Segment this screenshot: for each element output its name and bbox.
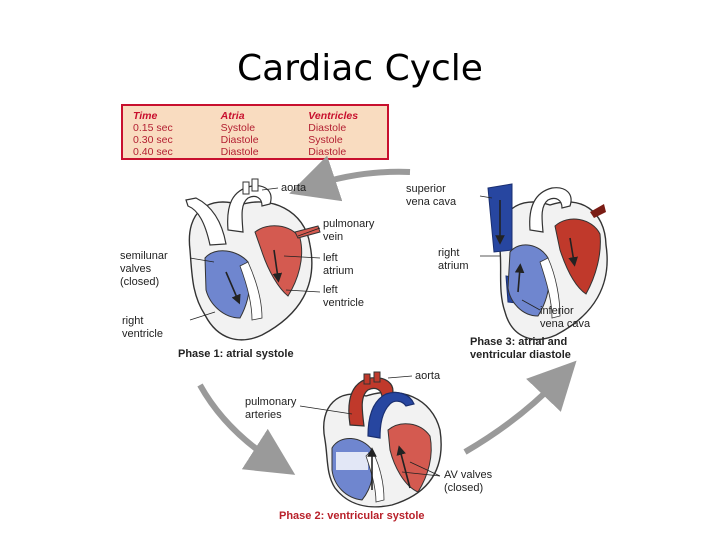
label-semilunar-3: (closed) — [120, 276, 159, 288]
label-left-ventricle-2: ventricle — [323, 297, 364, 309]
label-left-atrium-2: atrium — [323, 265, 354, 277]
phase3-leaders — [479, 195, 541, 311]
table-cell: 0.40 sec — [133, 146, 173, 158]
table-cell: Systole — [220, 122, 256, 134]
label-inferior-1: inferior — [540, 305, 574, 317]
label-aorta-p1: aorta — [281, 182, 307, 194]
table-cell: Diastole — [220, 146, 259, 158]
phase1-title: Phase 1: atrial systole — [178, 348, 294, 360]
table-row: 0.15 sec Systole Diastole — [133, 122, 387, 134]
table-row: 0.30 sec Diastole Systole — [133, 134, 387, 146]
table-cell: Diastole — [308, 146, 347, 158]
phase1-leaders — [189, 187, 321, 321]
phase3-title-2: ventricular diastole — [470, 349, 571, 361]
table-cell: Systole — [308, 134, 343, 146]
table-cell: Diastole — [308, 122, 347, 134]
label-pulmonary-vein-1: pulmonary — [323, 218, 375, 230]
phase-timing-table: Time Atria Ventricles 0.15 sec Systole D… — [121, 104, 389, 160]
label-semilunar-2: valves — [120, 263, 152, 275]
table-cell: 0.15 sec — [133, 122, 173, 134]
table-cell: 0.30 sec — [133, 134, 173, 146]
table-row: 0.40 sec Diastole Diastole — [133, 146, 387, 158]
phase3-title-1: Phase 3: atrial and — [470, 336, 567, 348]
label-left-atrium-1: left — [323, 252, 338, 264]
cycle-arrow-2-to-3 — [463, 360, 577, 455]
table-header-ventricles: Ventricles — [308, 110, 359, 122]
label-right-atrium-2: atrium — [438, 260, 469, 272]
label-inferior-2: vena cava — [540, 318, 591, 330]
label-av-valves-1: AV valves — [444, 469, 493, 481]
label-superior-1: superior — [406, 183, 446, 195]
table-header-atria: Atria — [220, 110, 245, 122]
heart-phase2 — [323, 371, 442, 508]
table-header-row: Time Atria Ventricles — [133, 110, 387, 122]
heart-phase1 — [185, 178, 321, 341]
label-semilunar-1: semilunar — [120, 250, 168, 262]
table-cell: Diastole — [220, 134, 259, 146]
label-pulmonary-arteries-1: pulmonary — [245, 396, 297, 408]
label-superior-2: vena cava — [406, 196, 457, 208]
phase2-leaders — [299, 375, 441, 477]
label-right-ventricle-2: ventricle — [122, 328, 163, 340]
table-header-time: Time — [133, 110, 158, 122]
label-right-atrium-1: right — [438, 247, 459, 259]
label-av-valves-2: (closed) — [444, 482, 483, 494]
slide-title: Cardiac Cycle — [237, 48, 483, 89]
label-right-ventricle-1: right — [122, 315, 143, 327]
cycle-arrow-1-to-2 — [197, 383, 296, 475]
label-pulmonary-arteries-2: arteries — [245, 409, 282, 421]
label-left-ventricle-1: left — [323, 284, 338, 296]
cycle-arrow-3-to-1 — [289, 155, 411, 202]
heart-phase3 — [487, 183, 608, 340]
phase2-title: Phase 2: ventricular systole — [279, 510, 425, 522]
label-aorta-p2: aorta — [415, 370, 441, 382]
label-pulmonary-vein-2: vein — [323, 231, 343, 243]
